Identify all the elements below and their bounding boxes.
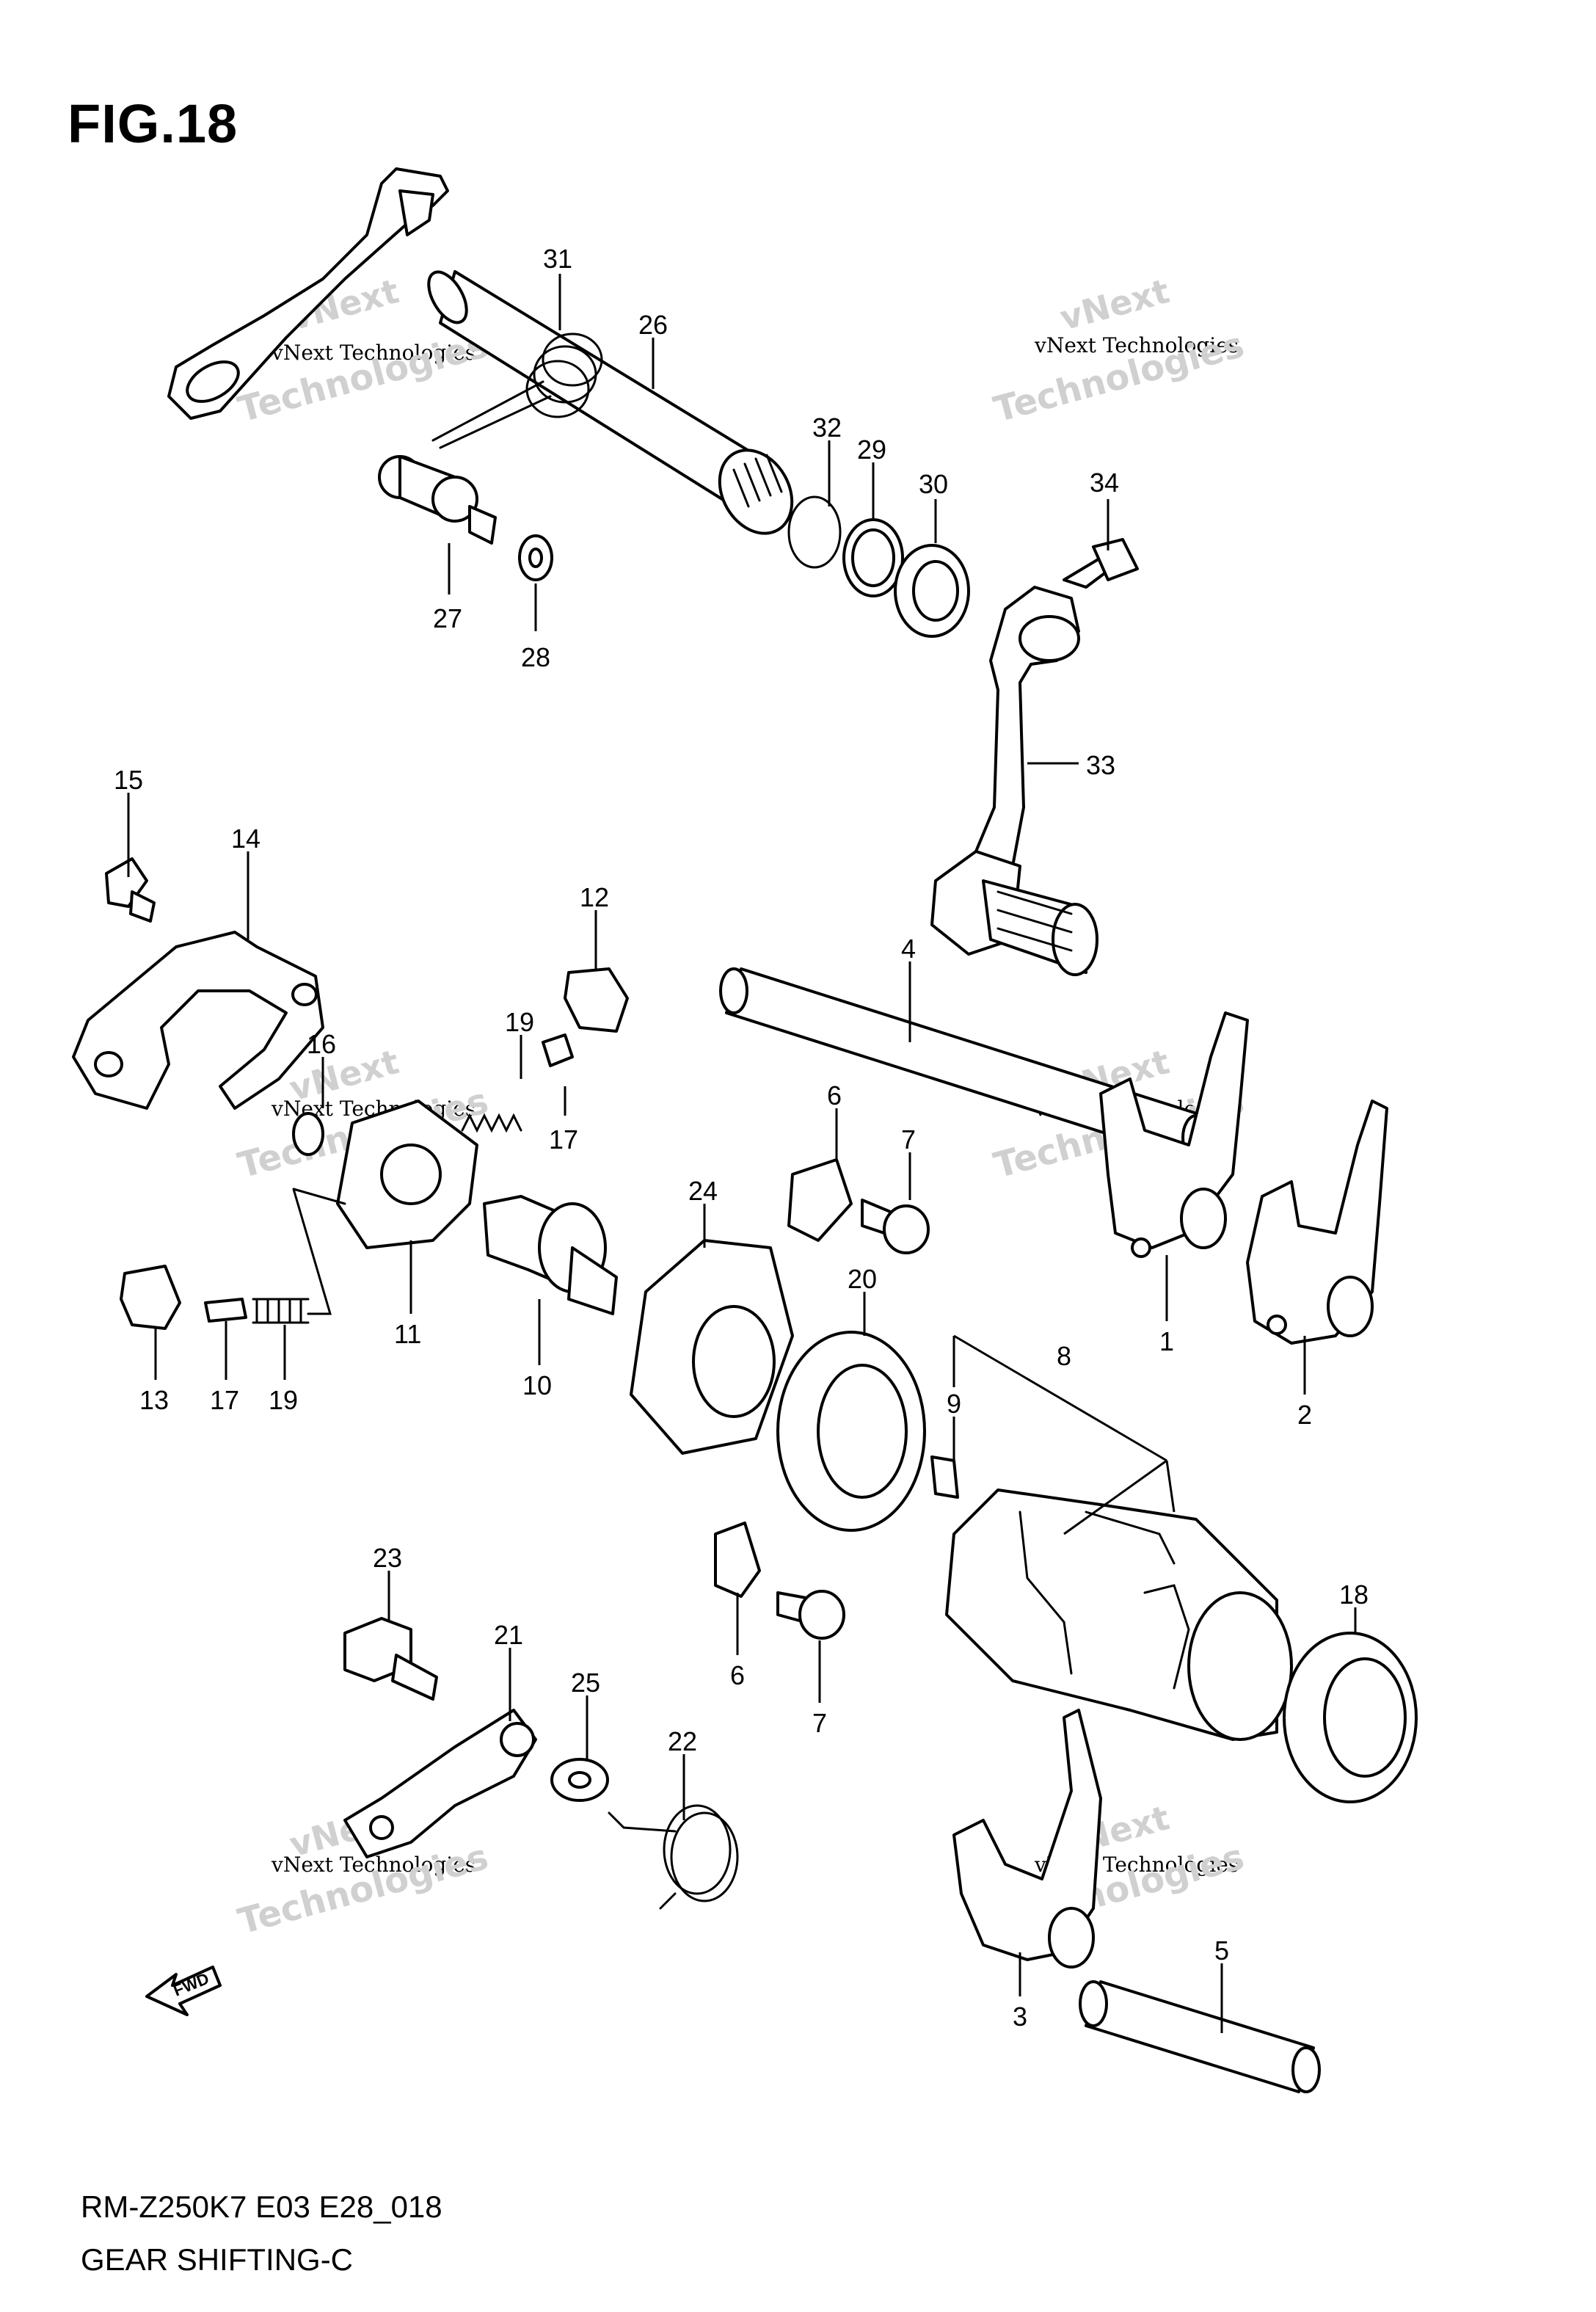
watermark-text: vNext <box>1056 271 1173 338</box>
callout-label: 19 <box>505 1007 534 1037</box>
callout-label: 30 <box>919 469 948 499</box>
callout-label: 15 <box>114 765 143 795</box>
callout-label: 26 <box>638 310 668 340</box>
part-13-pawl <box>120 1265 181 1330</box>
part-34-bolt <box>1063 538 1139 589</box>
callout-label: 18 <box>1339 1579 1369 1610</box>
part-19-spring <box>252 1298 310 1324</box>
part-19-spring <box>461 1113 522 1133</box>
part-16-collar <box>292 1112 324 1156</box>
figure-title: FIG.18 <box>68 93 238 154</box>
callout-label: 17 <box>549 1124 578 1155</box>
callout-label: 11 <box>394 1319 421 1349</box>
part-28-washer <box>518 534 553 581</box>
diagram-code: RM-Z250K7 E03 E28_018 <box>81 2189 442 2224</box>
callout-label: 20 <box>848 1264 877 1294</box>
part-26-gearshift-shaft <box>167 167 794 535</box>
part-7-screw <box>776 1590 845 1640</box>
callout-label: 7 <box>901 1124 916 1155</box>
part-1-shift-fork <box>1099 1011 1249 1258</box>
callout-label: 29 <box>857 435 886 465</box>
callout-label: 14 <box>231 824 260 854</box>
part-2-shift-fork <box>1246 1099 1388 1345</box>
callout-label: 12 <box>580 882 609 912</box>
part-21-stopper-arm <box>343 1709 537 1858</box>
callout-label: 16 <box>307 1029 336 1059</box>
diagram-title: GEAR SHIFTING-C <box>81 2242 354 2277</box>
part-22-spring <box>608 1804 739 1910</box>
part-30-oil-seal <box>894 544 970 638</box>
callout-label: 17 <box>210 1385 239 1415</box>
part-17-pin <box>204 1298 247 1323</box>
part-29-washer <box>842 518 904 597</box>
part-20-bearing <box>776 1331 926 1532</box>
callout-label: 1 <box>1159 1326 1174 1356</box>
callout-label: 27 <box>433 603 462 633</box>
callout-label: 8 <box>1057 1341 1071 1371</box>
callout-label: 2 <box>1297 1400 1312 1430</box>
callout-label: 28 <box>521 642 550 672</box>
callout-label: 33 <box>1086 750 1115 780</box>
callout-label: 7 <box>812 1708 827 1738</box>
callout-label: 31 <box>543 244 572 274</box>
part-11-pawl-lifter <box>336 1099 478 1249</box>
callout-label: 22 <box>668 1726 697 1756</box>
watermark-text: vNext Technologies <box>271 1853 475 1877</box>
part-31-return-spring <box>431 332 603 449</box>
part-18-bearing <box>1283 1632 1418 1803</box>
leader-lines <box>127 274 1357 2033</box>
part-15-screw <box>105 857 156 923</box>
callout-label: 9 <box>947 1389 961 1419</box>
part-23-bolt <box>343 1617 438 1701</box>
callout-label: 5 <box>1214 1935 1229 1966</box>
watermark-text: vNext Technologies <box>1034 333 1239 357</box>
part-24-gearshift-cam <box>630 1239 794 1455</box>
part-12-pawl <box>564 967 629 1033</box>
callout-label: 24 <box>688 1176 718 1206</box>
callout-label: 6 <box>827 1080 842 1110</box>
callout-label: 6 <box>730 1660 745 1690</box>
part-3-shift-fork <box>952 1709 1102 1969</box>
callout-label: 19 <box>269 1385 298 1415</box>
part-6-stopper <box>714 1522 761 1598</box>
part-5-fork-shaft <box>1079 1980 1321 2093</box>
callout-label: 32 <box>812 412 842 443</box>
part-32-circlip <box>787 495 842 569</box>
part-17-pin <box>542 1033 574 1067</box>
part-8-gearshift-drum <box>945 1488 1293 1741</box>
part-7-screw <box>861 1199 930 1254</box>
part-9-pin <box>930 1455 959 1499</box>
callout-label: 21 <box>494 1620 523 1650</box>
part-10-guide-bolt <box>483 1195 618 1315</box>
callout-label: 3 <box>1013 2002 1027 2032</box>
callout-label: 4 <box>901 934 916 964</box>
part-33-gearshift-lever <box>930 586 1098 976</box>
part-27-stopper-bolt <box>378 455 497 545</box>
callout-label: 34 <box>1090 468 1119 498</box>
fwd-arrow: FWD <box>145 1966 222 2016</box>
callout-numbers: 31 26 32 29 30 34 27 28 33 15 14 12 19 4… <box>114 244 1369 2032</box>
part-6-stopper <box>787 1158 853 1242</box>
callout-label: 10 <box>522 1370 552 1400</box>
watermark-text: vNext Technologies <box>271 341 475 365</box>
callout-label: 25 <box>571 1668 600 1698</box>
callout-label: 13 <box>139 1385 169 1415</box>
part-14-cam-plate <box>72 931 324 1110</box>
callout-label: 23 <box>373 1543 402 1573</box>
part-25-washer <box>550 1758 609 1802</box>
